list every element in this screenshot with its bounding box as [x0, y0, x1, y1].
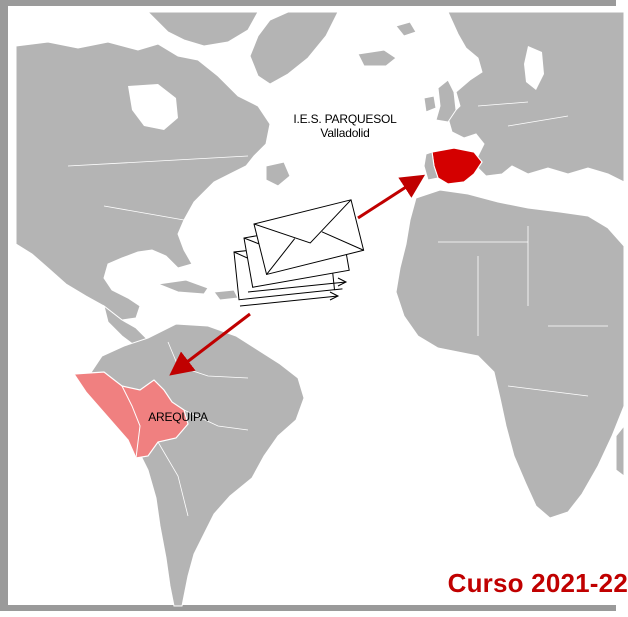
spain-highlight	[431, 147, 483, 185]
school-label: I.E.S. PARQUESOL Valladolid	[270, 112, 420, 140]
europe	[447, 11, 625, 183]
south-america	[89, 323, 305, 607]
ireland	[423, 95, 437, 113]
svalbard	[395, 21, 417, 37]
mediterranean-sea	[474, 178, 608, 206]
baltic-sea	[524, 46, 544, 90]
arequipa-label: AREQUIPA	[148, 410, 208, 424]
iceland	[357, 49, 397, 67]
portugal	[423, 151, 439, 181]
arrow-to-arequipa	[169, 312, 251, 376]
hispaniola	[213, 289, 239, 301]
hudson-bay	[128, 84, 178, 130]
newfoundland	[265, 161, 291, 187]
great-britain	[435, 79, 457, 123]
peru-bolivia-highlight	[72, 371, 189, 459]
madagascar	[615, 424, 625, 477]
greenland	[249, 11, 339, 85]
country-borders	[67, 101, 608, 517]
arrow-to-spain	[357, 174, 426, 220]
peru-bolivia-border	[121, 385, 141, 459]
school-city: Valladolid	[320, 126, 370, 140]
arctic-islands	[146, 11, 259, 47]
world-map	[15, 11, 625, 607]
cuba	[156, 279, 209, 295]
north-america	[15, 41, 271, 321]
school-name: I.E.S. PARQUESOL	[293, 112, 397, 126]
africa	[395, 189, 625, 519]
envelope-stack-icon	[233, 199, 365, 307]
course-title: Curso 2021-22	[447, 568, 628, 598]
